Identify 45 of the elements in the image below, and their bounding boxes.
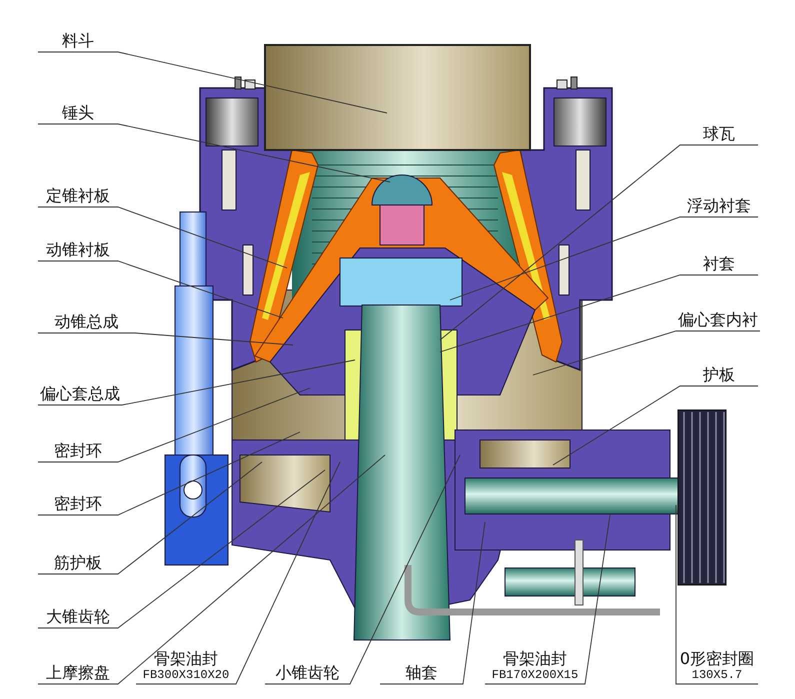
leader-line — [38, 124, 390, 182]
leader-line — [136, 462, 340, 684]
part-label: 护板 — [703, 365, 735, 384]
leader-line — [484, 514, 610, 684]
part-label: 浮动衬套 — [687, 196, 751, 215]
leader-line — [38, 206, 288, 268]
leader-line — [38, 454, 386, 684]
leader-line — [38, 332, 294, 346]
part-label: 偏心套总成 — [40, 384, 120, 403]
part-label: 动锥总成 — [54, 312, 118, 331]
leader-line — [38, 260, 284, 318]
part-label: 料斗 — [62, 31, 94, 50]
part-size: 130X5.7 — [692, 668, 742, 682]
leader-line — [38, 470, 326, 628]
part-label: 轴套 — [406, 663, 438, 682]
part-label: 大锥齿轮 — [46, 607, 110, 626]
part-label: 小锥齿轮 — [276, 663, 340, 682]
leader-line — [264, 454, 460, 684]
part-label: 定锥衬板 — [46, 186, 110, 205]
part-label: 骨架油封 — [503, 649, 567, 668]
leader-line — [38, 388, 310, 462]
leader-line — [440, 144, 758, 340]
part-label: 0形密封圈 — [680, 649, 754, 668]
leader-line — [676, 504, 758, 684]
part-label: 球瓦 — [703, 124, 735, 143]
part-label: 锤头 — [62, 103, 94, 122]
part-label: 动锥衬板 — [46, 240, 110, 259]
part-size: FB300X310X20 — [142, 668, 230, 682]
leader-line — [38, 52, 388, 114]
leader-line — [440, 274, 758, 352]
part-label: 衬套 — [703, 254, 735, 273]
part-label: 偏心套内衬 — [678, 310, 758, 329]
part-label: 密封环 — [54, 441, 102, 460]
leader-line — [38, 360, 356, 406]
leader-line — [552, 386, 758, 466]
leader-line — [38, 462, 262, 574]
leader-line — [38, 432, 300, 516]
part-label: 上摩擦盘 — [46, 663, 110, 682]
leader-line — [532, 330, 760, 376]
leader-line — [380, 522, 486, 684]
part-label: 筋护板 — [54, 553, 102, 572]
leader-line — [450, 216, 758, 300]
part-label: 密封环 — [54, 494, 102, 513]
part-size: FB170X200X15 — [492, 668, 578, 682]
part-label: 骨架油封 — [154, 649, 218, 668]
